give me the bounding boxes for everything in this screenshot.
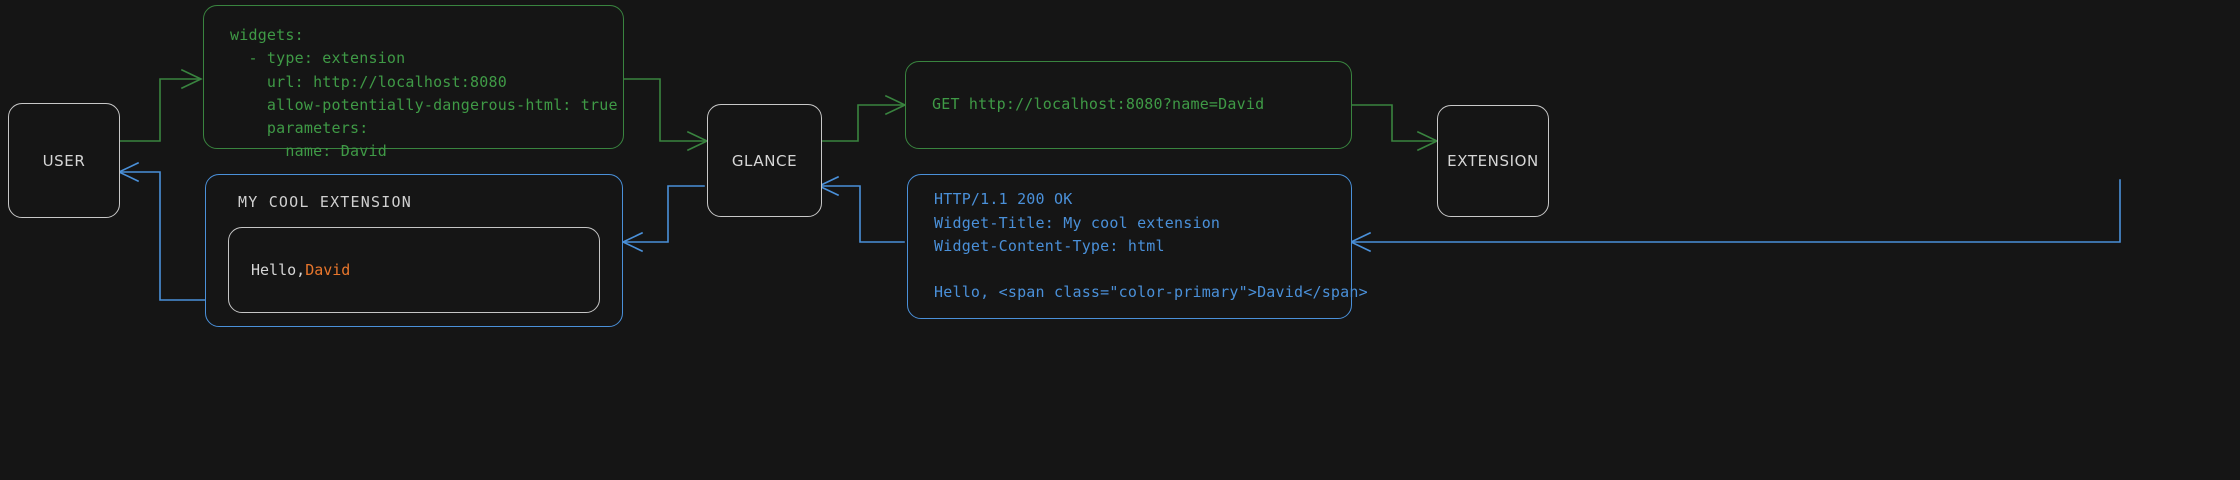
widget-greeting-text: Hello,: [251, 261, 306, 279]
http-request-block: GET http://localhost:8080?name=David: [905, 61, 1352, 149]
node-extension-label: EXTENSION: [1447, 152, 1539, 170]
rendered-widget-block: MY COOL EXTENSION Hello, David: [205, 174, 623, 327]
node-glance-label: GLANCE: [731, 151, 798, 170]
wire-user-to-config: [119, 68, 203, 142]
wire-widget-to-user: [117, 161, 206, 301]
rendered-widget-title: MY COOL EXTENSION: [238, 193, 412, 211]
config-yaml-block: widgets: - type: extension url: http://l…: [203, 5, 624, 160]
widget-name-value: David: [305, 261, 351, 279]
wire-response-to-glance: [817, 175, 905, 243]
node-user-label: USER: [42, 151, 86, 170]
wire-glance-to-request: [821, 94, 907, 142]
wire-config-to-glance: [623, 78, 709, 152]
http-response-text: HTTP/1.1 200 OK Widget-Title: My cool ex…: [934, 190, 1368, 302]
wire-glance-to-widget: [621, 185, 705, 253]
rendered-widget-card: Hello, David: [228, 227, 600, 313]
http-response-block: HTTP/1.1 200 OK Widget-Title: My cool ex…: [907, 174, 1368, 319]
node-glance[interactable]: GLANCE: [707, 104, 822, 217]
config-yaml-text: widgets: - type: extension url: http://l…: [230, 26, 618, 161]
wire-request-to-extension: [1351, 104, 1439, 152]
node-user[interactable]: USER: [8, 103, 120, 218]
http-request-text: GET http://localhost:8080?name=David: [932, 95, 1265, 114]
node-extension[interactable]: EXTENSION: [1437, 105, 1549, 217]
